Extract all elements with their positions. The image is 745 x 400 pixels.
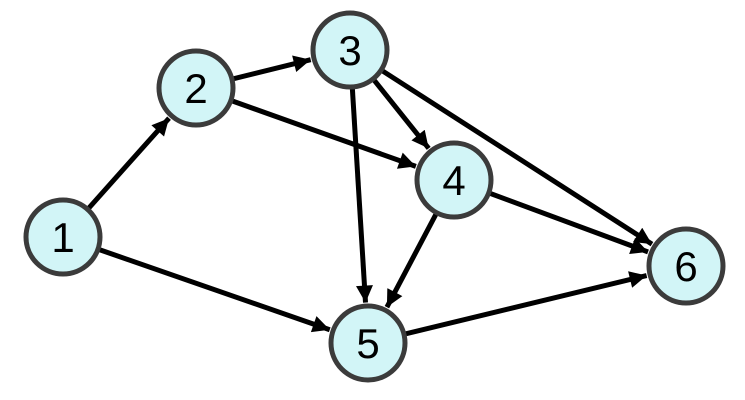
edge-3-6 bbox=[348, 47, 654, 247]
node-3: 3 bbox=[310, 10, 390, 90]
node-4-label: 4 bbox=[442, 157, 465, 204]
node-5-circle bbox=[328, 303, 408, 383]
node-3-circle bbox=[310, 10, 390, 90]
node-3-label: 3 bbox=[338, 27, 361, 74]
node-2-label: 2 bbox=[184, 65, 207, 112]
node-4-circle bbox=[414, 140, 494, 220]
node-6-circle bbox=[646, 226, 726, 306]
node-6: 6 bbox=[646, 226, 726, 306]
node-2-circle bbox=[156, 48, 236, 128]
node-2: 2 bbox=[156, 48, 236, 128]
edge-5-6 bbox=[367, 271, 648, 346]
edge-1-5 bbox=[62, 234, 331, 333]
node-4: 4 bbox=[414, 140, 494, 220]
node-1: 1 bbox=[23, 197, 103, 277]
node-5: 5 bbox=[328, 303, 408, 383]
node-6-label: 6 bbox=[674, 243, 697, 290]
node-1-circle bbox=[23, 197, 103, 277]
edge-3-5 bbox=[347, 49, 373, 303]
node-5-label: 5 bbox=[356, 320, 379, 367]
node-1-label: 1 bbox=[51, 214, 74, 261]
